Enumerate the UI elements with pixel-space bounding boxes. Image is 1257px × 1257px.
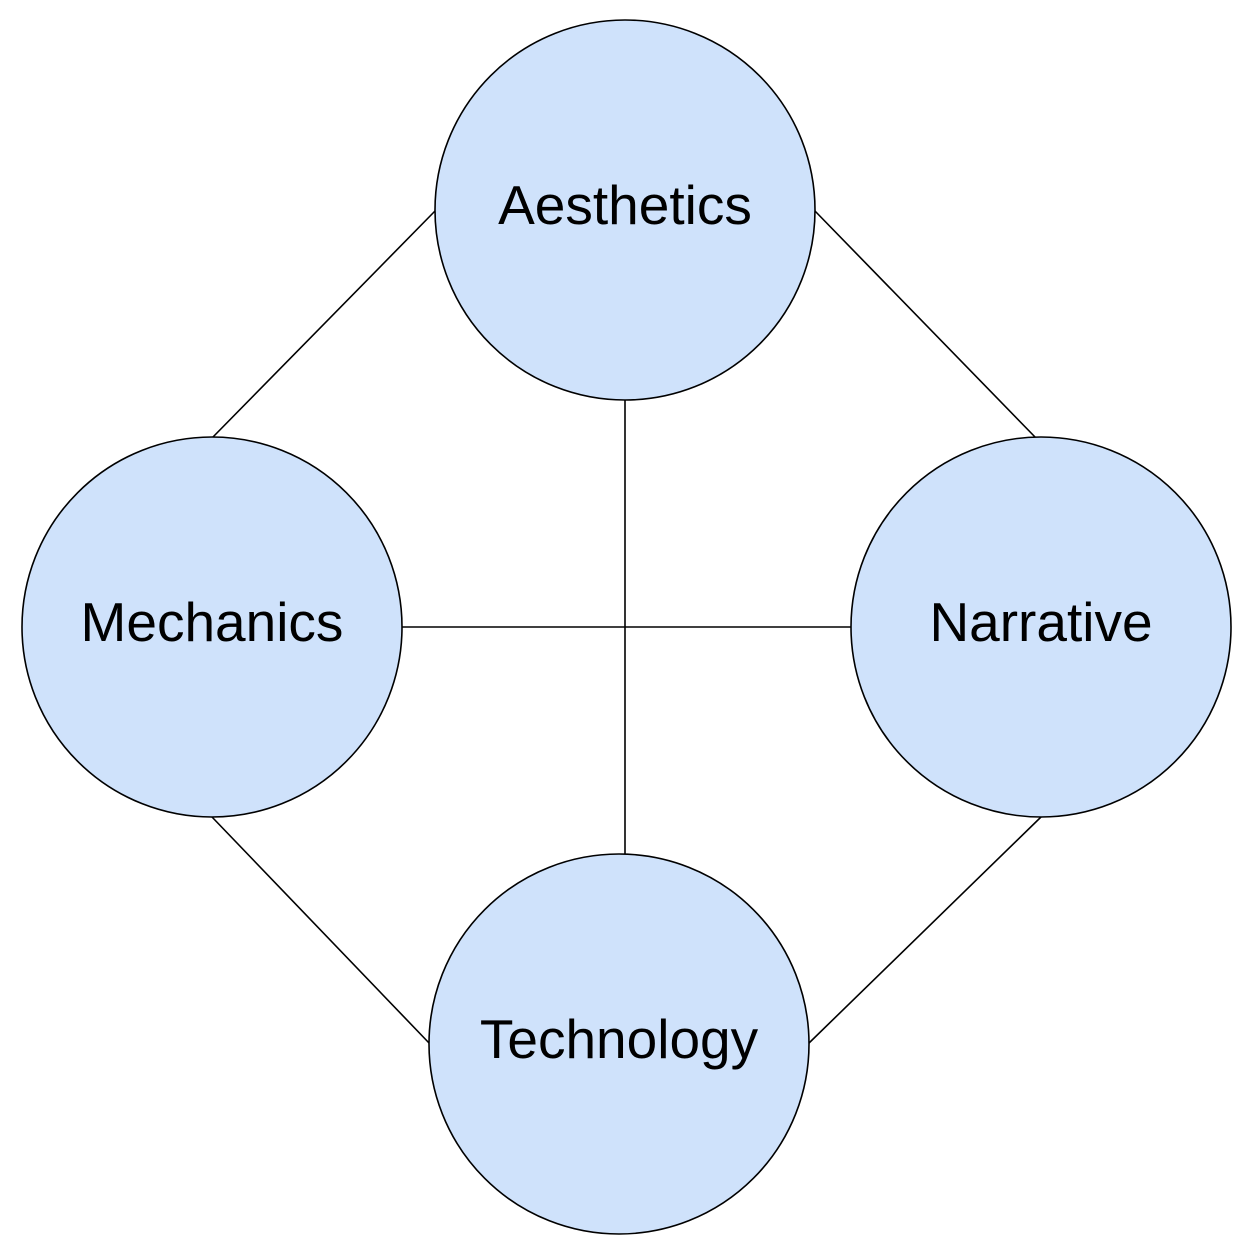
node-mechanics: Mechanics <box>21 436 403 818</box>
node-aesthetics-circle <box>434 19 816 401</box>
edge-mechanics-technology <box>211 816 431 1045</box>
node-mechanics-circle <box>21 436 403 818</box>
node-narrative-label: Narrative <box>929 591 1152 653</box>
edge-aesthetics-mechanics <box>211 209 437 439</box>
node-technology-circle <box>428 853 810 1235</box>
node-technology-label: Technology <box>480 1008 759 1070</box>
node-aesthetics-label: Aesthetics <box>498 174 752 236</box>
edge-aesthetics-narrative <box>813 209 1037 439</box>
node-narrative-circle <box>850 436 1232 818</box>
node-mechanics-label: Mechanics <box>81 591 344 653</box>
edge-narrative-technology <box>807 816 1042 1045</box>
node-technology: Technology <box>428 853 810 1235</box>
node-narrative: Narrative <box>850 436 1232 818</box>
node-aesthetics: Aesthetics <box>434 19 816 401</box>
